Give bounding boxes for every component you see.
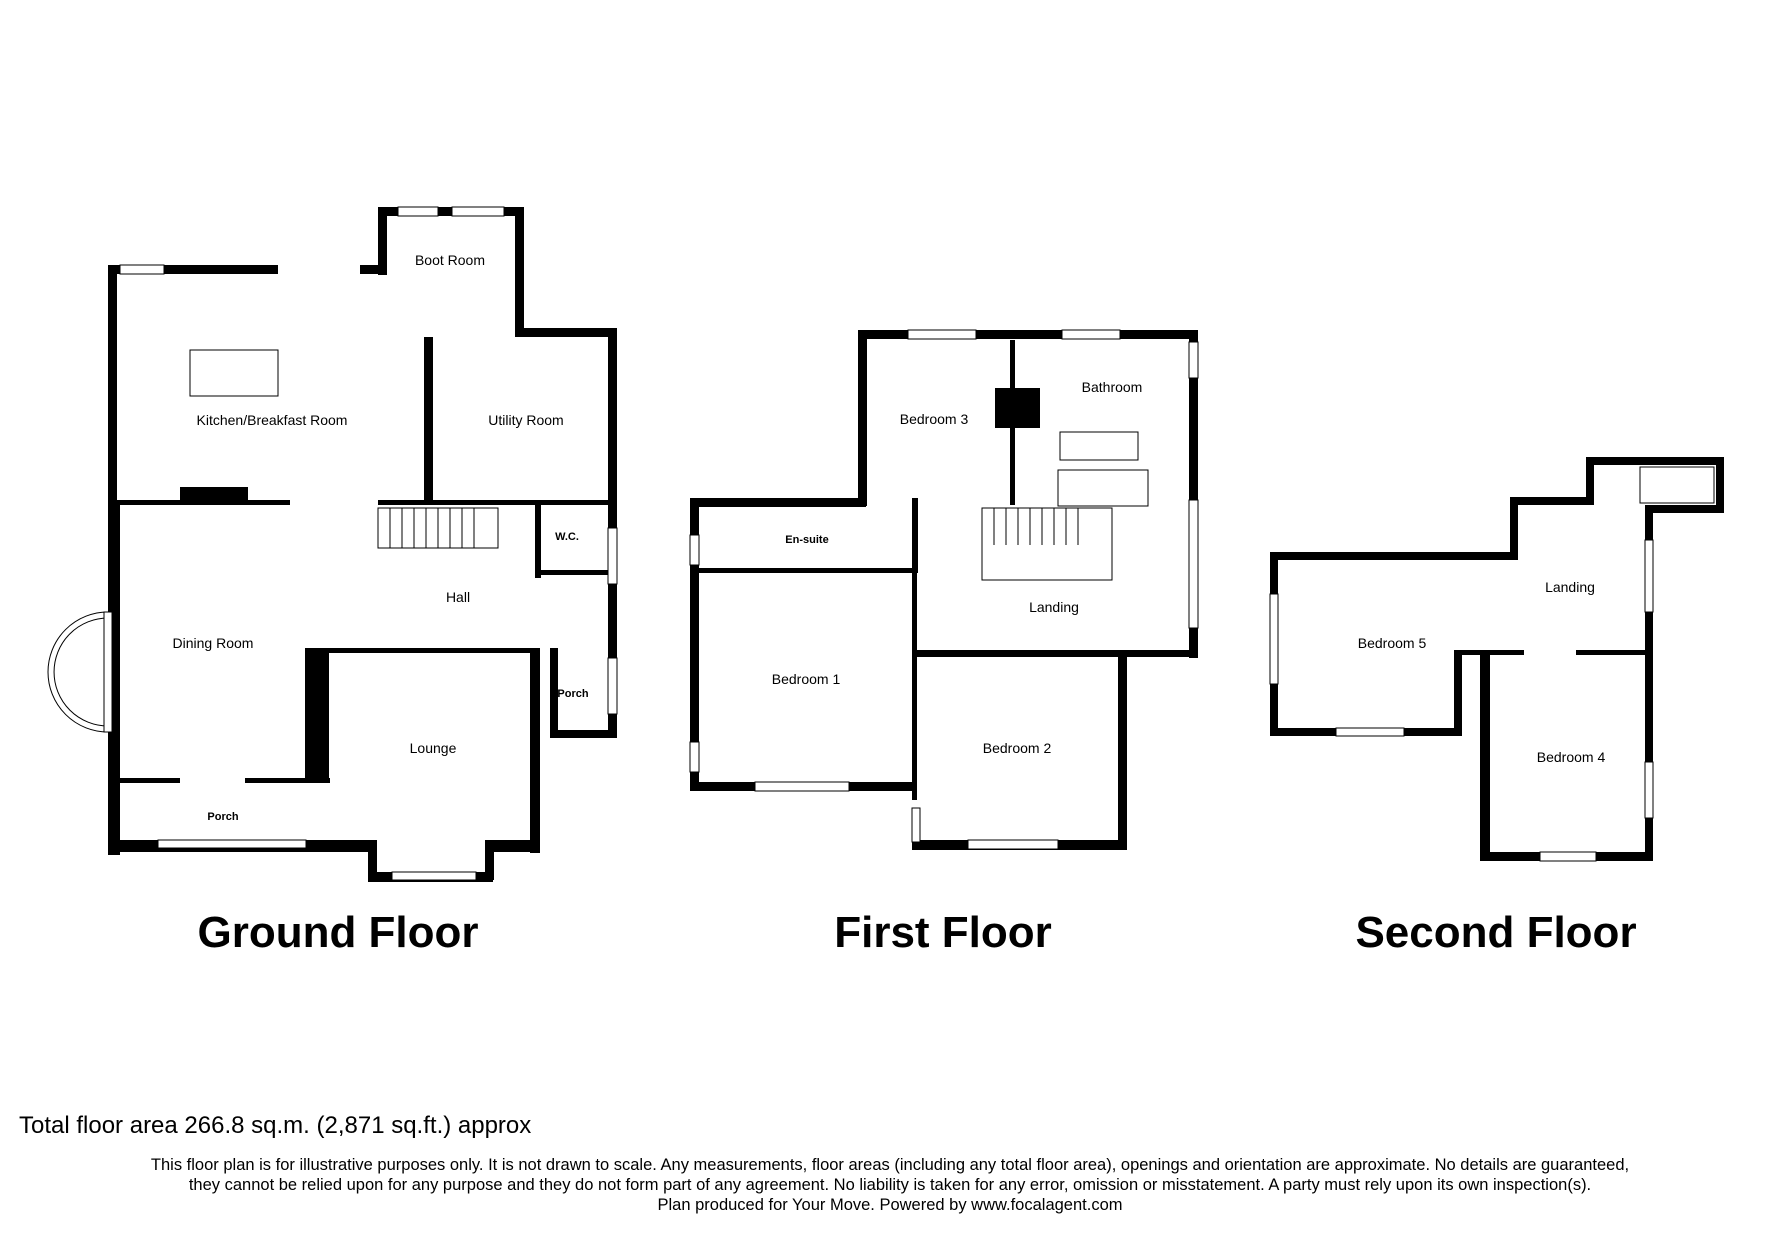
room-label-boot-room: Boot Room: [415, 252, 485, 268]
disclaimer: This floor plan is for illustrative purp…: [40, 1155, 1740, 1215]
room-label-bedroom3: Bedroom 3: [900, 411, 969, 427]
total-floor-area: Total floor area 266.8 sq.m. (2,871 sq.f…: [19, 1112, 532, 1139]
ground-floor-plan: [47, 206, 618, 882]
floor-title-second: Second Floor: [1355, 908, 1636, 957]
room-label-hall: Hall: [446, 589, 470, 605]
room-label-kitchen: Kitchen/Breakfast Room: [197, 412, 348, 428]
room-label-ensuite: En-suite: [785, 534, 828, 546]
first-floor-plan: [689, 329, 1199, 850]
room-label-side-porch: Porch: [557, 688, 588, 700]
floor-title-first: First Floor: [834, 908, 1052, 957]
room-label-dining: Dining Room: [173, 635, 254, 651]
room-label-wc: W.C.: [555, 531, 579, 543]
room-label-bedroom5: Bedroom 5: [1358, 635, 1427, 651]
room-label-first-landing: Landing: [1029, 599, 1079, 615]
room-label-bedroom4: Bedroom 4: [1537, 749, 1606, 765]
room-label-second-landing: Landing: [1545, 579, 1595, 595]
disclaimer-line-2: they cannot be relied upon for any purpo…: [188, 1176, 1592, 1194]
room-label-lounge: Lounge: [410, 740, 457, 756]
room-label-bedroom1: Bedroom 1: [772, 671, 841, 687]
disclaimer-line-1: This floor plan is for illustrative purp…: [150, 1156, 1630, 1174]
room-label-front-porch: Porch: [207, 811, 238, 823]
floor-title-ground: Ground Floor: [197, 908, 478, 957]
room-label-bedroom2: Bedroom 2: [983, 740, 1052, 756]
room-label-bathroom: Bathroom: [1082, 379, 1143, 395]
room-label-utility: Utility Room: [488, 412, 563, 428]
second-floor-plan: [1269, 457, 1724, 862]
disclaimer-line-3: Plan produced for Your Move. Powered by …: [657, 1196, 1123, 1214]
